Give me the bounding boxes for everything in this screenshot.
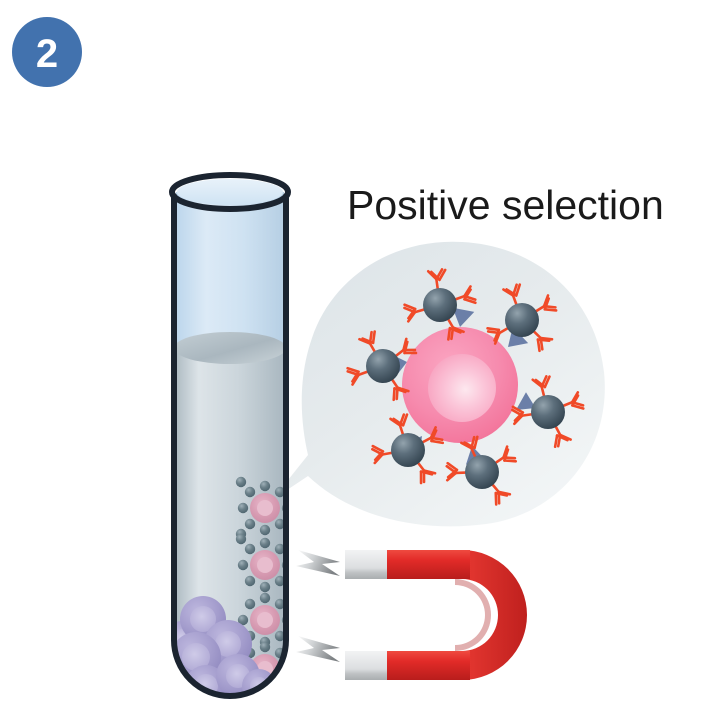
step-badge-circle xyxy=(12,17,82,87)
antigen-positive-cell xyxy=(402,327,518,443)
satellite-bead xyxy=(259,641,271,653)
antibody-icon xyxy=(453,285,477,305)
antibody-icon xyxy=(561,391,585,410)
tube-rim xyxy=(169,172,291,212)
magnetic-bead xyxy=(371,413,445,485)
bead-coated-cell xyxy=(235,476,284,540)
tube-cell-nucleus xyxy=(257,612,273,628)
antibody-icon xyxy=(426,268,447,291)
satellite-bead xyxy=(274,679,284,691)
antibody-icon xyxy=(460,435,479,459)
satellite-bead xyxy=(237,502,249,514)
satellite-bead xyxy=(274,486,284,498)
satellite-bead xyxy=(237,559,249,571)
antibody-icon xyxy=(486,326,510,345)
satellite-bead xyxy=(235,533,247,545)
antibody-icon xyxy=(511,405,534,426)
magnetic-bead xyxy=(511,375,585,449)
antibody-icon xyxy=(420,426,445,445)
bead-sphere xyxy=(505,303,539,337)
antibody-icon xyxy=(445,461,468,482)
receptor-icon xyxy=(452,307,475,327)
magnetic-bead xyxy=(486,283,558,353)
satellite-bead xyxy=(244,598,256,610)
bead-sphere xyxy=(465,455,499,489)
satellite-bead xyxy=(259,581,271,593)
satellite-bead xyxy=(274,518,284,530)
magnet-pole-tip-north xyxy=(345,550,387,579)
magnetic-bead xyxy=(346,330,418,402)
antibody-icon xyxy=(403,303,426,323)
satellite-bead xyxy=(244,518,256,530)
magnetic-beads-group xyxy=(346,268,585,506)
magnet-inner-shade xyxy=(455,579,491,651)
magnet-pole-tip-south xyxy=(345,651,387,680)
antibody-icon xyxy=(532,329,554,353)
cell-nucleus xyxy=(428,354,496,422)
antibody-icon xyxy=(390,377,410,402)
antibody-icon xyxy=(358,330,377,354)
tube-rim-inner xyxy=(177,179,283,205)
receptor-icon xyxy=(516,392,536,410)
magnified-view-bubble xyxy=(272,241,605,527)
bead-coated-cells xyxy=(235,476,284,694)
satellite-bead xyxy=(259,524,271,536)
satellite-bead xyxy=(244,543,256,555)
antibody-icon xyxy=(346,366,370,386)
page-title: Positive selection xyxy=(347,182,664,228)
tube-cell-nucleus xyxy=(257,557,273,573)
tube-cell-nucleus xyxy=(257,500,273,516)
test-tube xyxy=(169,172,291,699)
satellite-bead xyxy=(244,486,256,498)
magnetic-bead xyxy=(445,435,518,506)
antibody-icon xyxy=(394,337,418,358)
satellite-bead xyxy=(274,575,284,587)
satellite-bead xyxy=(259,537,271,549)
satellite-bead xyxy=(274,543,284,555)
antibody-icon xyxy=(531,375,551,398)
satellite-bead xyxy=(244,575,256,587)
tube-outline xyxy=(171,193,289,699)
satellite-bead xyxy=(235,476,247,488)
step-badge-number: 2 xyxy=(36,32,58,76)
magnet-bottom-arm xyxy=(385,651,470,680)
attraction-indicators xyxy=(296,550,340,662)
antibody-icon xyxy=(446,317,465,341)
bead-sphere xyxy=(423,288,457,322)
satellite-bead xyxy=(259,480,271,492)
antibody-icon xyxy=(416,461,437,485)
antibody-icon xyxy=(389,413,409,437)
antibody-icon xyxy=(502,283,522,307)
magnet-top-arm xyxy=(385,550,470,579)
antibody-icon xyxy=(371,444,394,465)
antibody-icon xyxy=(493,445,518,465)
bead-sphere xyxy=(391,433,425,467)
horseshoe-magnet xyxy=(345,550,527,680)
satellite-bead xyxy=(274,598,284,610)
bead-sphere xyxy=(531,395,565,429)
satellite-bead xyxy=(274,630,284,642)
antibody-icon xyxy=(490,482,512,506)
liquid-surface xyxy=(176,332,284,364)
step-badge: 2 xyxy=(12,17,82,87)
satellite-bead xyxy=(259,592,271,604)
bead-coated-cell xyxy=(235,533,284,593)
bead-sphere xyxy=(366,349,400,383)
magnetic-bead xyxy=(403,268,477,341)
antibody-icon xyxy=(553,424,572,449)
satellite-bead xyxy=(237,614,249,626)
antibody-icon xyxy=(534,294,558,313)
magnetic-bolt-top xyxy=(296,550,340,576)
magnet-body xyxy=(385,550,527,680)
magnetic-bolt-bottom xyxy=(296,636,340,662)
